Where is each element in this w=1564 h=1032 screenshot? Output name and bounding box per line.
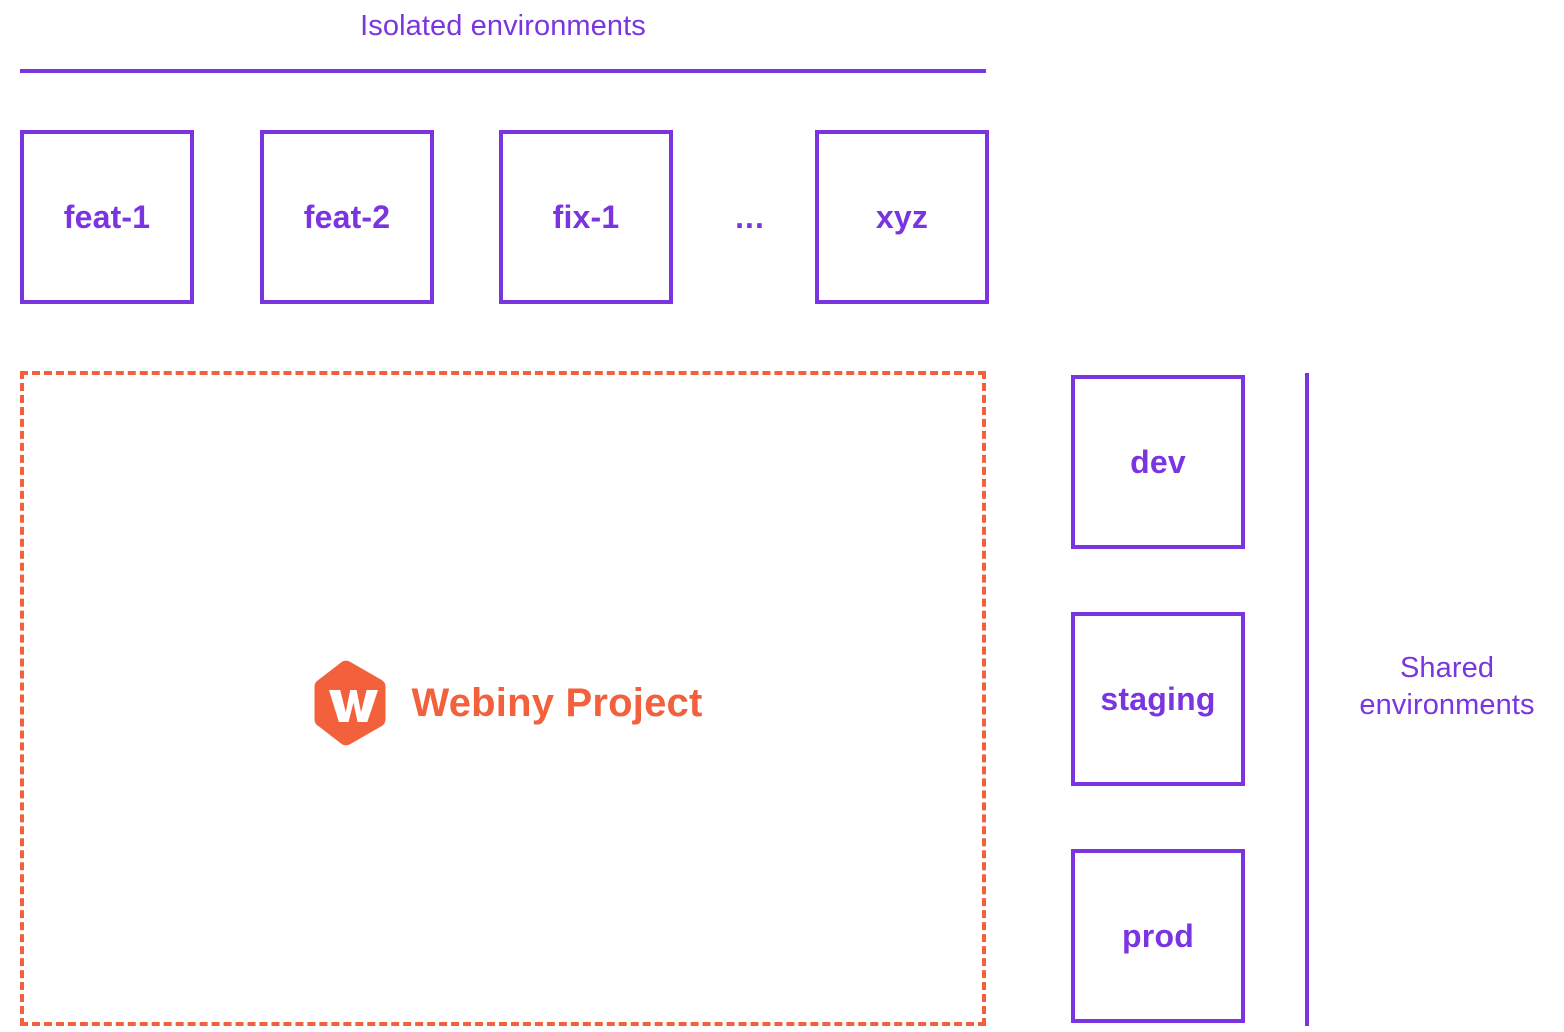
isolated-environments-title: Isolated environments xyxy=(360,10,646,42)
webiny-hexagon-logo-icon xyxy=(314,660,386,745)
shared-env-label: dev xyxy=(1130,444,1186,480)
isolated-env-box-feat-2[interactable]: feat-2 xyxy=(260,130,434,304)
isolated-env-label: fix-1 xyxy=(552,199,620,235)
shared-environments-title-line-2: environments xyxy=(1359,689,1535,721)
isolated-env-box-xyz[interactable]: xyz xyxy=(815,130,989,304)
webiny-project-name: Webiny Project xyxy=(411,680,703,725)
isolated-env-label: feat-1 xyxy=(63,199,151,235)
isolated-env-label: feat-2 xyxy=(303,199,391,235)
shared-env-box-dev[interactable]: dev xyxy=(1071,375,1245,549)
shared-env-label: staging xyxy=(1100,681,1216,717)
shared-env-box-staging[interactable]: staging xyxy=(1071,612,1245,786)
isolated-env-ellipsis: ... xyxy=(735,198,765,235)
isolated-env-label: xyz xyxy=(875,199,929,235)
isolated-env-box-feat-1[interactable]: feat-1 xyxy=(20,130,194,304)
shared-environments-title: Shared environments xyxy=(1330,650,1564,724)
webiny-project-branding: Webiny Project xyxy=(24,375,990,1030)
shared-env-box-prod[interactable]: prod xyxy=(1071,849,1245,1023)
isolated-environments-divider xyxy=(20,69,986,73)
isolated-env-box-fix-1[interactable]: fix-1 xyxy=(499,130,673,304)
shared-environments-title-line-1: Shared xyxy=(1399,652,1495,684)
shared-env-label: prod xyxy=(1122,918,1194,954)
webiny-project-container: Webiny Project xyxy=(20,371,986,1026)
shared-environments-divider xyxy=(1305,373,1309,1026)
